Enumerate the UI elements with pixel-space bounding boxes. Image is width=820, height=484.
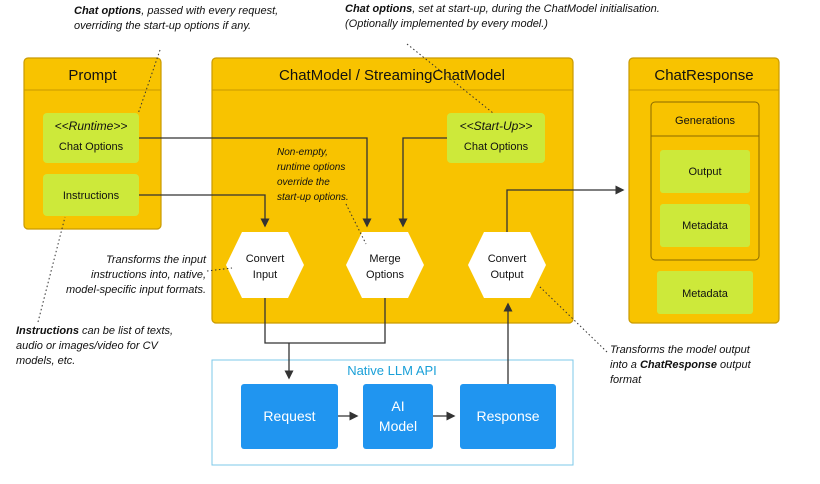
note-text: can be list of texts, — [78, 325, 174, 337]
convert-output-hexagon: Convert Output — [468, 232, 546, 298]
merge-to-request-line — [289, 298, 386, 344]
note-text: audio or images/video for CV — [16, 340, 158, 352]
note-text: models, etc. — [16, 355, 76, 367]
response-box: Response — [460, 384, 556, 449]
note-text: , set at start-up, during the ChatModel … — [412, 3, 660, 15]
runtime-note-leader — [137, 49, 161, 115]
annotation-leaders — [37, 43, 608, 353]
chat-options-startup-note: Chat options, set at start-up, during th… — [345, 2, 705, 32]
override-note-line: override the — [277, 177, 330, 188]
ai-model-box: AI Model — [363, 384, 433, 449]
response-metadata-label: Metadata — [682, 288, 729, 300]
flow-arrows — [139, 137, 625, 421]
convert-output-to-chat-response-arrow — [506, 185, 625, 232]
note-text: instructions into, native, — [91, 269, 206, 281]
runtime-chat-options-box: <<Runtime>> Chat Options — [43, 113, 139, 163]
startup-stereotype: <<Start-Up>> — [460, 119, 533, 133]
override-note-line: start-up options. — [277, 192, 349, 203]
convert-output-label: Convert — [488, 253, 527, 265]
generation-output-label: Output — [688, 166, 721, 178]
override-note-line: runtime options — [277, 162, 345, 173]
chat-model-title: ChatModel / StreamingChatModel — [279, 67, 505, 84]
transforms-input-note: Transforms the input instructions into, … — [50, 253, 206, 298]
note-text: Transforms the model output — [610, 344, 750, 356]
convert-input-to-request-line — [264, 298, 289, 344]
generations-box: Generations — [650, 101, 760, 261]
runtime-stereotype: <<Runtime>> — [55, 119, 128, 133]
override-note-leader — [345, 203, 367, 245]
note-text: format — [610, 374, 642, 386]
instructions-note: Instructions can be list of texts, audio… — [16, 324, 206, 369]
note-text: (Optionally implemented by every model.) — [345, 18, 548, 30]
note-text: output — [717, 359, 751, 371]
generation-metadata-label: Metadata — [682, 220, 729, 232]
request-box: Request — [241, 384, 338, 449]
response-label: Response — [476, 408, 539, 424]
native-llm-api-title: Native LLM API — [347, 363, 437, 378]
note-text: model-specific input formats. — [66, 284, 206, 296]
note-bold: Instructions — [16, 325, 79, 337]
merge-options-label: Merge — [369, 253, 400, 265]
note-text: , passed with every request, — [141, 5, 279, 17]
transforms-input-leader — [206, 267, 233, 272]
note-text: Transforms the input — [105, 254, 206, 266]
runtime-chat-options-label: Chat Options — [59, 141, 124, 153]
chat-response-title: ChatResponse — [654, 67, 753, 84]
instructions-box: Instructions — [43, 174, 139, 216]
note-bold: Chat options — [345, 3, 413, 15]
response-metadata-box: Metadata — [657, 271, 753, 314]
note-bold: ChatResponse — [639, 359, 717, 371]
generation-metadata-box: Metadata — [660, 204, 750, 247]
ai-model-label: Model — [379, 418, 417, 434]
startup-chat-options-box: <<Start-Up>> Chat Options — [447, 113, 545, 163]
generation-output-box: Output — [660, 150, 750, 193]
ai-model-label: AI — [391, 398, 404, 414]
override-note: Non-empty, runtime options override the … — [277, 147, 349, 203]
override-note-line: Non-empty, — [277, 147, 328, 158]
instructions-to-convert-input-arrow — [139, 194, 270, 228]
request-label: Request — [263, 408, 315, 424]
merge-options-label: Options — [366, 269, 404, 281]
instructions-label: Instructions — [63, 190, 120, 202]
convert-input-label: Input — [253, 269, 277, 281]
note-bold: Chat options — [74, 5, 142, 17]
startup-chat-options-label: Chat Options — [464, 141, 529, 153]
convert-output-label: Output — [490, 269, 523, 281]
transforms-output-note: Transforms the model output into a ChatR… — [610, 343, 815, 388]
runtime-options-to-merge-arrow — [139, 137, 372, 228]
note-text: overriding the start-up options if any. — [74, 20, 252, 32]
generations-label: Generations — [675, 115, 735, 127]
note-text: into a — [610, 359, 640, 371]
convert-input-label: Convert — [246, 253, 285, 265]
prompt-title: Prompt — [68, 67, 117, 84]
chat-options-runtime-note: Chat options, passed with every request,… — [74, 4, 314, 34]
startup-options-to-merge-arrow — [398, 137, 447, 228]
merge-options-hexagon: Merge Options — [346, 232, 424, 298]
convert-input-hexagon: Convert Input — [226, 232, 304, 298]
transforms-output-leader — [537, 284, 608, 353]
